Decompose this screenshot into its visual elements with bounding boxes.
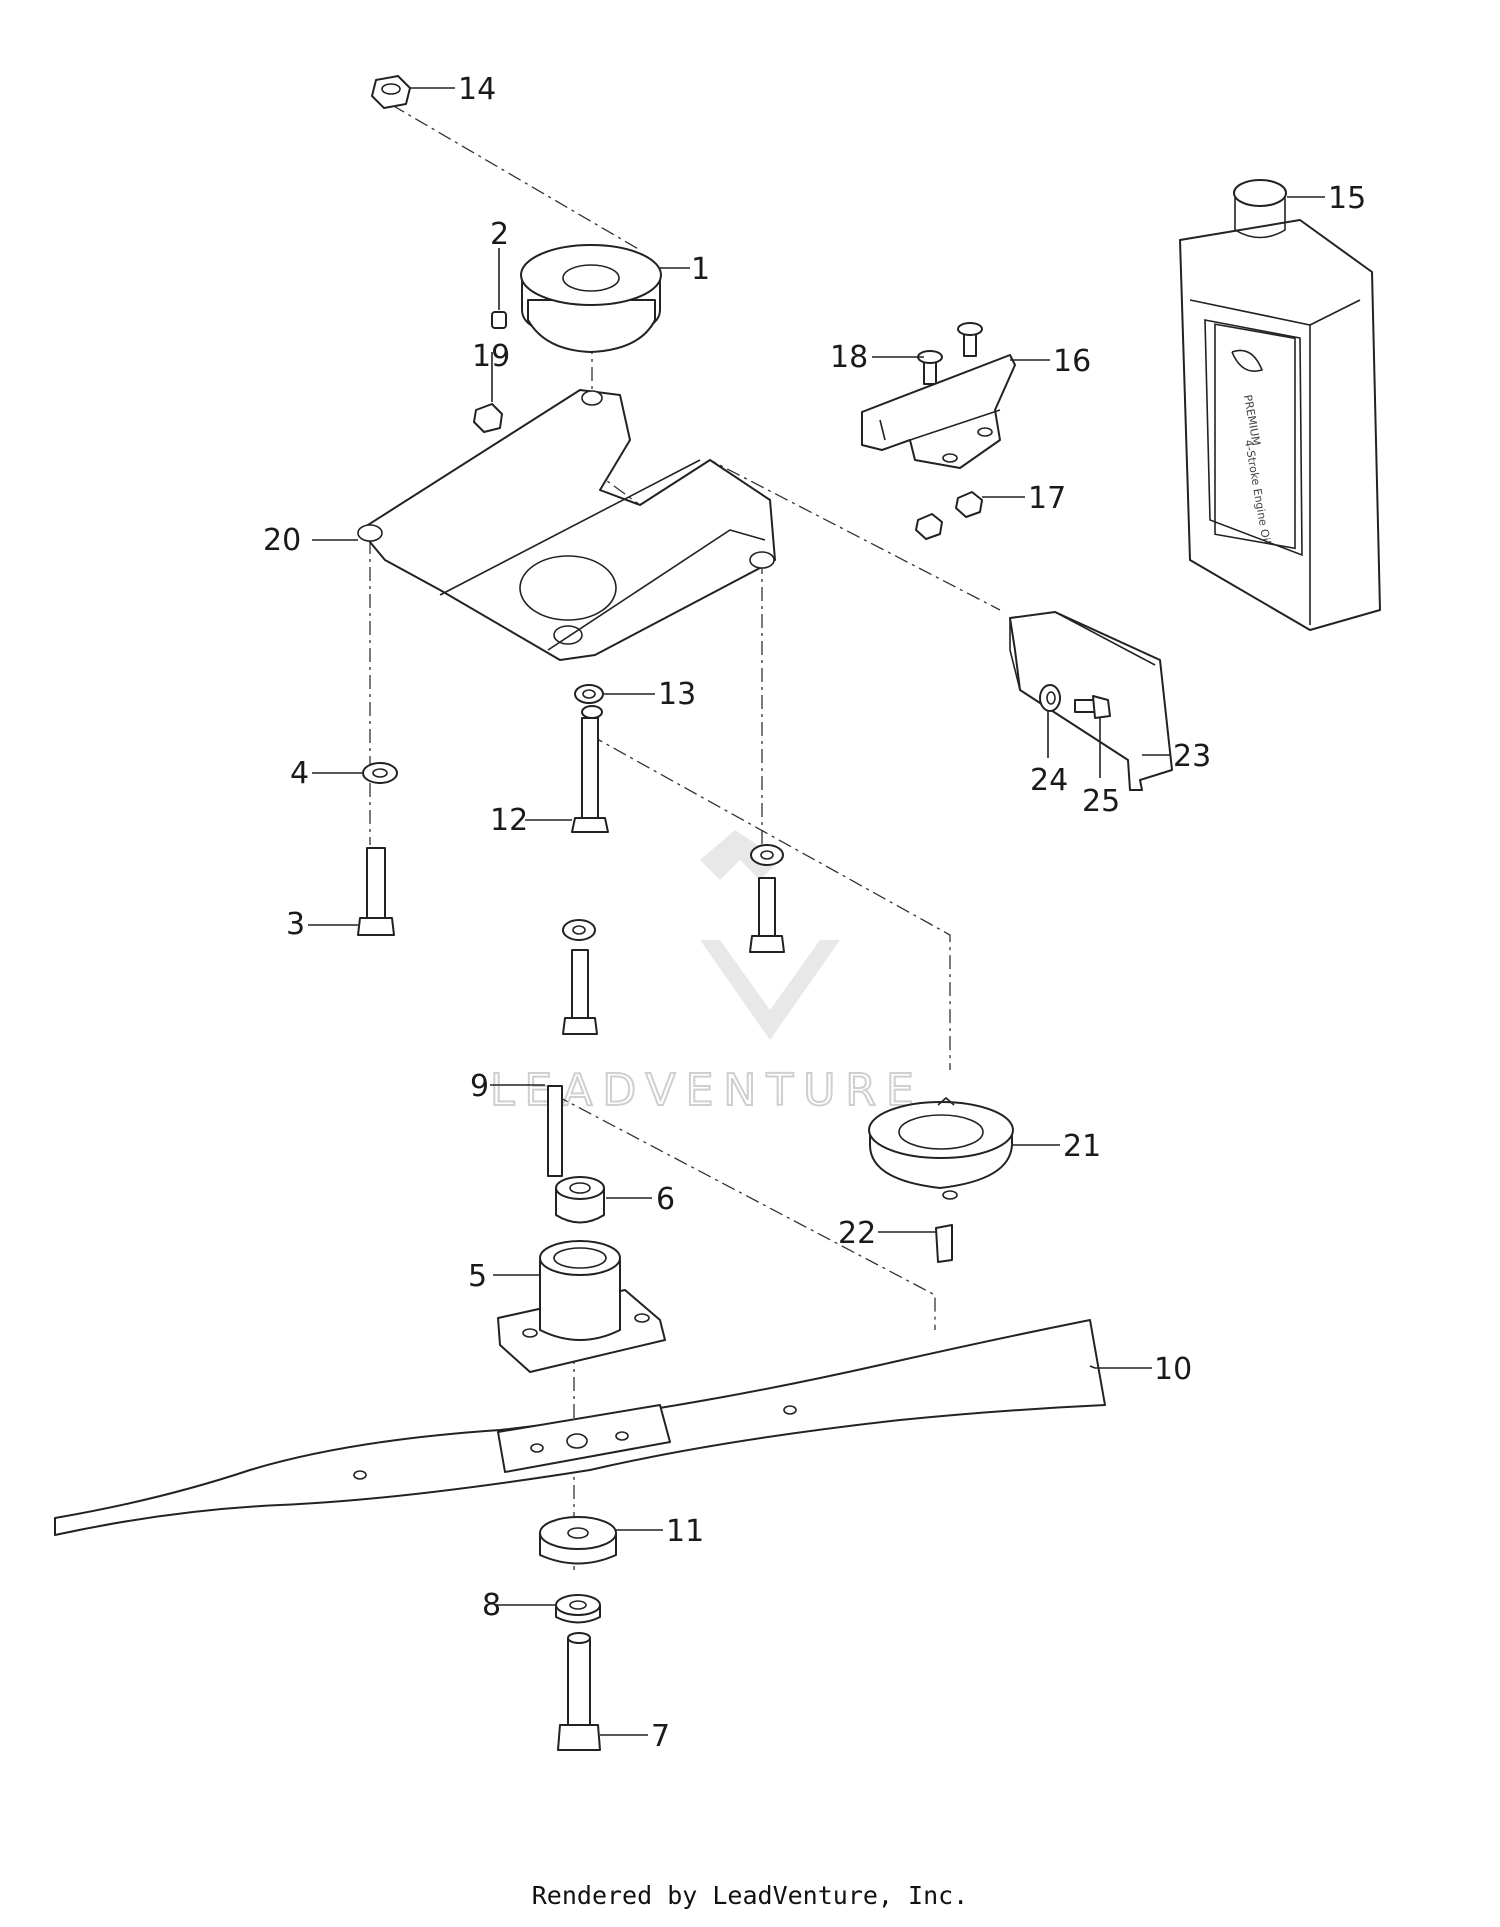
part-3-bolt <box>357 847 395 936</box>
part-4-washer <box>362 762 398 784</box>
part-1-pulley <box>520 244 662 353</box>
callout-7: 7 <box>651 1719 670 1754</box>
part-2-screw <box>491 311 507 329</box>
part-15-oil-bottle: PREMIUM 4-Stroke Engine Oil <box>1179 179 1381 631</box>
callout-5: 5 <box>468 1259 487 1294</box>
part-11-spacer <box>539 1516 617 1565</box>
part-22-screw <box>935 1224 953 1263</box>
part-8-washer <box>555 1594 601 1624</box>
callout-23: 23 <box>1173 739 1211 774</box>
callout-19: 19 <box>472 339 510 374</box>
part-5-spindle-mount <box>497 1240 666 1373</box>
callout-3: 3 <box>286 907 305 942</box>
callout-18: 18 <box>830 340 868 375</box>
part-9-key <box>547 1085 563 1177</box>
callout-24: 24 <box>1030 763 1068 798</box>
part-13-washer <box>574 684 604 719</box>
callout-14: 14 <box>458 72 496 107</box>
part-20-bracket <box>357 389 776 661</box>
callout-16: 16 <box>1053 344 1091 379</box>
callout-25: 25 <box>1082 784 1120 819</box>
callout-21: 21 <box>1063 1129 1101 1164</box>
part-25-bolt <box>1074 695 1111 719</box>
callout-22: 22 <box>838 1216 876 1251</box>
callout-1: 1 <box>691 252 710 287</box>
part-19-nut <box>473 403 503 433</box>
part-17-nuts <box>915 491 983 540</box>
callout-6: 6 <box>656 1182 675 1217</box>
callout-2: 2 <box>490 217 509 252</box>
part-16-bracket <box>861 354 1016 469</box>
callout-12: 12 <box>490 803 528 838</box>
callout-4: 4 <box>290 756 309 791</box>
assembly-lines <box>369 104 1001 1570</box>
callout-15: 15 <box>1328 181 1366 216</box>
callout-11: 11 <box>666 1514 704 1549</box>
part-24-washer <box>1039 684 1061 712</box>
part-14-nut <box>371 75 411 109</box>
callout-labels: 14 1 2 19 20 4 3 12 13 15 16 18 17 23 24… <box>263 72 1366 1754</box>
leadventure-watermark: LEADVENTURE <box>489 830 915 1117</box>
right-washer-bolt <box>749 844 785 953</box>
part-21-bearing <box>868 1096 1014 1200</box>
callout-9: 9 <box>470 1069 489 1104</box>
callout-8: 8 <box>482 1588 501 1623</box>
leader-lines <box>308 87 1325 1736</box>
callout-10: 10 <box>1154 1352 1192 1387</box>
center-washer-bolt <box>562 919 598 1035</box>
callout-20: 20 <box>263 523 301 558</box>
part-7-bolt <box>557 1632 601 1751</box>
footer-credit: Rendered by LeadVenture, Inc. <box>532 1881 969 1910</box>
part-10-blade <box>54 1319 1106 1536</box>
part-12-bolt <box>571 717 609 833</box>
part-6-spacer <box>555 1176 605 1224</box>
callout-13: 13 <box>658 677 696 712</box>
callout-17: 17 <box>1028 481 1066 516</box>
